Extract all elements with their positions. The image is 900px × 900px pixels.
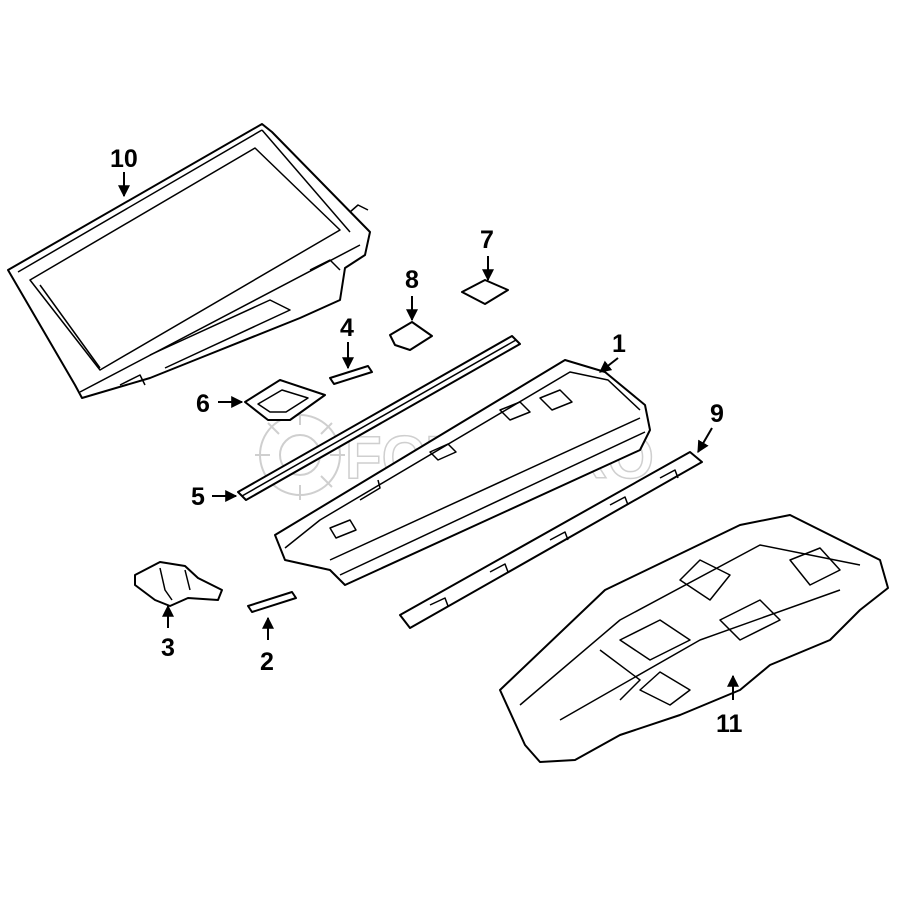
callout-4: 4 [340,314,354,342]
callout-6: 6 [196,390,210,418]
callout-7: 7 [480,226,494,254]
part-7-pad [461,279,509,305]
callout-10: 10 [110,145,138,173]
callout-5: 5 [191,483,205,511]
part-2-clip [247,591,297,613]
part-8-pad [389,321,433,351]
part-9-trim-strip [399,451,703,629]
callout-3: 3 [161,634,175,662]
part-5-weatherstrip [237,335,521,501]
part-4-bracket [329,365,373,385]
part-11-floor-pan [499,514,889,763]
part-10-cargo-cover [7,123,371,399]
callout-8: 8 [405,266,419,294]
callout-2: 2 [260,648,274,676]
callout-1: 1 [612,330,626,358]
callout-11: 11 [716,710,743,738]
part-6-pad [244,379,326,421]
part-3-bracket [134,561,223,607]
leader-lines [118,172,739,700]
part-1-package-tray [274,359,651,586]
callouts: 10 1 2 3 4 5 6 7 8 9 11 [110,145,743,738]
callout-9: 9 [710,400,724,428]
